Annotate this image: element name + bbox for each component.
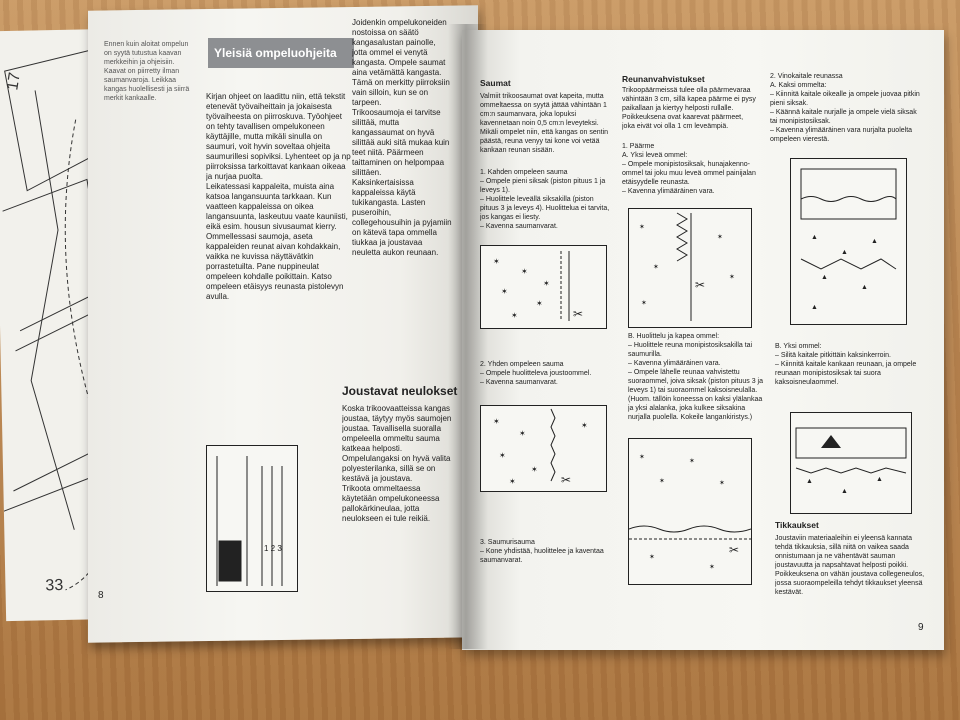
svg-text:✂: ✂: [561, 473, 571, 487]
svg-text:✶: ✶: [689, 457, 695, 465]
svg-text:✂: ✂: [573, 307, 583, 321]
joustavat-heading: Joustavat neulokset: [342, 384, 458, 398]
svg-text:✶: ✶: [499, 451, 506, 460]
svg-text:✶: ✶: [659, 477, 665, 485]
saumat-step2: 2. Yhden ompeleen sauma – Ompele huolitt…: [480, 361, 592, 386]
left-page-column-c2: Koska trikoovaatteissa kangas joustaa, t…: [342, 404, 452, 523]
hem-figure-b-drawing: ✶ ✶ ✶ ✶ ✶ ✶ ✂: [628, 453, 752, 571]
vinokaitale-part-a: 2. Vinokaitale reunassa A. Kaksi ommelta…: [770, 73, 920, 143]
presser-foot-illustration: 1 2 3: [206, 445, 298, 592]
svg-text:✶: ✶: [493, 417, 500, 426]
seam-figure-2: ✶ ✶ ✶ ✶ ✶ ✶ ✂: [480, 405, 607, 492]
svg-text:✶: ✶: [719, 479, 725, 487]
svg-text:▲: ▲: [841, 249, 848, 256]
svg-text:✶: ✶: [511, 311, 518, 320]
svg-text:✂: ✂: [729, 543, 739, 557]
book-spine: [448, 24, 488, 649]
section-header: Yleisiä ompeluohjeita: [208, 38, 354, 68]
svg-text:▲: ▲: [871, 238, 878, 245]
left-page-column-a: Ennen kuin aloitat ompelun on syytä tutu…: [104, 41, 190, 102]
hem-figure-b: ✶ ✶ ✶ ✶ ✶ ✶ ✂: [628, 438, 752, 585]
svg-text:✶: ✶: [543, 279, 550, 288]
svg-text:▲: ▲: [806, 478, 813, 485]
bias-figure-b-drawing: ▲ ▲ ▲: [795, 427, 907, 495]
svg-text:✶: ✶: [501, 287, 508, 296]
svg-text:▲: ▲: [876, 476, 883, 483]
seam-figure-2-drawing: ✶ ✶ ✶ ✶ ✶ ✶ ✂: [493, 408, 588, 487]
saumat-heading: Saumat: [480, 78, 511, 88]
svg-text:✶: ✶: [509, 477, 516, 486]
bias-figure-a-drawing: ▲ ▲ ▲ ▲ ▲ ▲: [800, 168, 897, 311]
left-page-number: 8: [98, 590, 104, 601]
svg-text:✶: ✶: [649, 553, 655, 561]
svg-text:▲: ▲: [811, 304, 818, 311]
svg-text:✶: ✶: [521, 267, 528, 276]
svg-text:33: 33: [45, 577, 63, 594]
paarme-part-b: B. Huolittelu ja kapea ommel: – Huolitte…: [628, 333, 763, 421]
saumat-intro: Valmiit trikoosaumat ovat kapeita, mutta…: [480, 93, 609, 154]
presser-foot-drawing: 1 2 3: [216, 456, 283, 586]
saumat-step3: 3. Saumurisauma – Kone yhdistää, huolitt…: [480, 539, 604, 564]
vinokaitale-part-b: B. Yksi ommel: – Silitä kaitale pitkittä…: [775, 343, 917, 386]
hem-figure-a: ✶ ✶ ✶ ✶ ✶ ✂: [628, 208, 752, 328]
svg-text:✶: ✶: [531, 465, 538, 474]
right-page-number: 9: [918, 622, 924, 633]
tikkaukset-text: Joustaviin materiaaleihin ei yleensä kan…: [775, 535, 925, 596]
hem-figure-a-drawing: ✶ ✶ ✶ ✶ ✶ ✂: [639, 212, 735, 321]
tikkaukset-heading: Tikkaukset: [775, 520, 819, 530]
reunanvahvistukset-heading: Reunanvahvistukset: [622, 74, 705, 84]
svg-text:✶: ✶: [639, 453, 645, 461]
svg-text:✶: ✶: [653, 263, 659, 271]
bias-figure-b: ▲ ▲ ▲: [790, 412, 912, 514]
svg-text:▲: ▲: [861, 284, 868, 291]
svg-text:✶: ✶: [729, 273, 735, 281]
svg-text:▲: ▲: [811, 234, 818, 241]
svg-text:✶: ✶: [581, 421, 588, 430]
svg-text:✶: ✶: [641, 299, 647, 307]
left-page-column-c: Joidenkin ompelukoneiden nostoissa on sä…: [352, 18, 452, 257]
svg-text:▲: ▲: [821, 274, 828, 281]
svg-text:1 2 3: 1 2 3: [264, 544, 282, 553]
svg-text:✶: ✶: [639, 223, 645, 231]
svg-text:✂: ✂: [695, 278, 705, 292]
reunanvahvistukset-intro: Trikoopäärmeissä tulee olla päärmevaraa …: [622, 87, 756, 130]
svg-text:▲: ▲: [841, 488, 848, 495]
svg-text:17: 17: [4, 71, 24, 91]
left-page-column-b: Kirjan ohjeet on laadittu niin, että tek…: [206, 92, 351, 301]
paarme-part-a: 1. Päärme A. Yksi leveä ommel: – Ompele …: [622, 143, 756, 195]
seam-figure-1: ✶ ✶ ✶ ✶ ✶ ✶ ✂: [480, 245, 607, 329]
svg-text:✶: ✶: [709, 563, 715, 571]
svg-text:✶: ✶: [493, 257, 500, 266]
seam-figure-1-drawing: ✶ ✶ ✶ ✶ ✶ ✶ ✂: [493, 251, 583, 321]
saumat-step1: 1. Kahden ompeleen sauma – Ompele pieni …: [480, 169, 610, 230]
svg-text:✶: ✶: [519, 429, 526, 438]
bias-figure-a: ▲ ▲ ▲ ▲ ▲ ▲: [790, 158, 907, 325]
svg-text:✶: ✶: [717, 233, 723, 241]
section-header-text: Yleisiä ompeluohjeita: [214, 46, 337, 60]
svg-text:✶: ✶: [536, 299, 543, 308]
